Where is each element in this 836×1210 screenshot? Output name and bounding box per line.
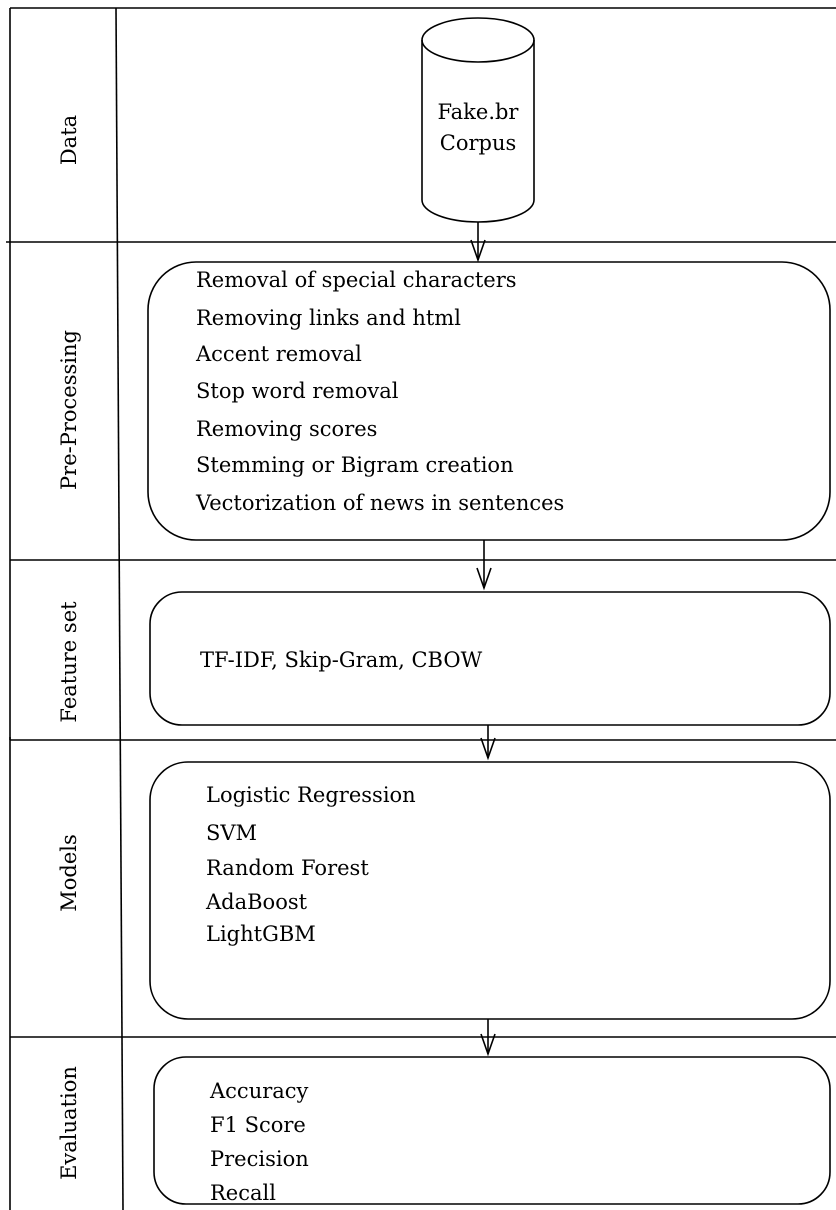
lane-label-feature-set: Feature set bbox=[57, 601, 81, 723]
models-box bbox=[149, 761, 831, 1020]
model-item: AdaBoost bbox=[205, 890, 308, 914]
preprocessing-step: Vectorization of news in sentences bbox=[195, 491, 564, 515]
model-item: LightGBM bbox=[206, 922, 316, 946]
feature-set-box bbox=[149, 591, 831, 726]
evaluation-metric: Accuracy bbox=[209, 1079, 309, 1103]
arrow-data-to-preprocessing bbox=[470, 222, 486, 263]
preprocessing-box bbox=[147, 261, 831, 541]
arrow-preprocessing-to-features bbox=[476, 540, 492, 591]
model-item: Random Forest bbox=[206, 856, 369, 880]
preprocessing-step: Removal of special characters bbox=[196, 268, 517, 292]
database-cylinder bbox=[421, 17, 535, 223]
preprocessing-step: Accent removal bbox=[195, 342, 362, 366]
evaluation-metric: Recall bbox=[210, 1181, 276, 1205]
database-label-line-1: Fake.br bbox=[438, 100, 520, 124]
evaluation-box bbox=[153, 1056, 831, 1205]
arrow-features-to-models bbox=[480, 725, 496, 761]
preprocessing-step: Stemming or Bigram creation bbox=[196, 453, 514, 477]
feature-set-text: TF-IDF, Skip-Gram, CBOW bbox=[200, 648, 483, 672]
database-label-line-2: Corpus bbox=[440, 131, 517, 155]
preprocessing-step: Removing links and html bbox=[196, 306, 461, 330]
preprocessing-step: Stop word removal bbox=[196, 379, 399, 403]
preprocessing-step: Removing scores bbox=[196, 417, 377, 441]
evaluation-metric: F1 Score bbox=[210, 1113, 306, 1137]
arrow-models-to-evaluation bbox=[480, 1019, 496, 1057]
lane-label-models: Models bbox=[57, 834, 81, 912]
lane-label-data: Data bbox=[57, 115, 81, 165]
lane-label-pre-processing: Pre-Processing bbox=[57, 330, 81, 490]
lane-column-divider bbox=[115, 7, 124, 1210]
lane-label-evaluation: Evaluation bbox=[57, 1066, 81, 1180]
model-item: SVM bbox=[206, 821, 257, 845]
evaluation-metric: Precision bbox=[210, 1147, 309, 1171]
model-item: Logistic Regression bbox=[206, 783, 416, 807]
